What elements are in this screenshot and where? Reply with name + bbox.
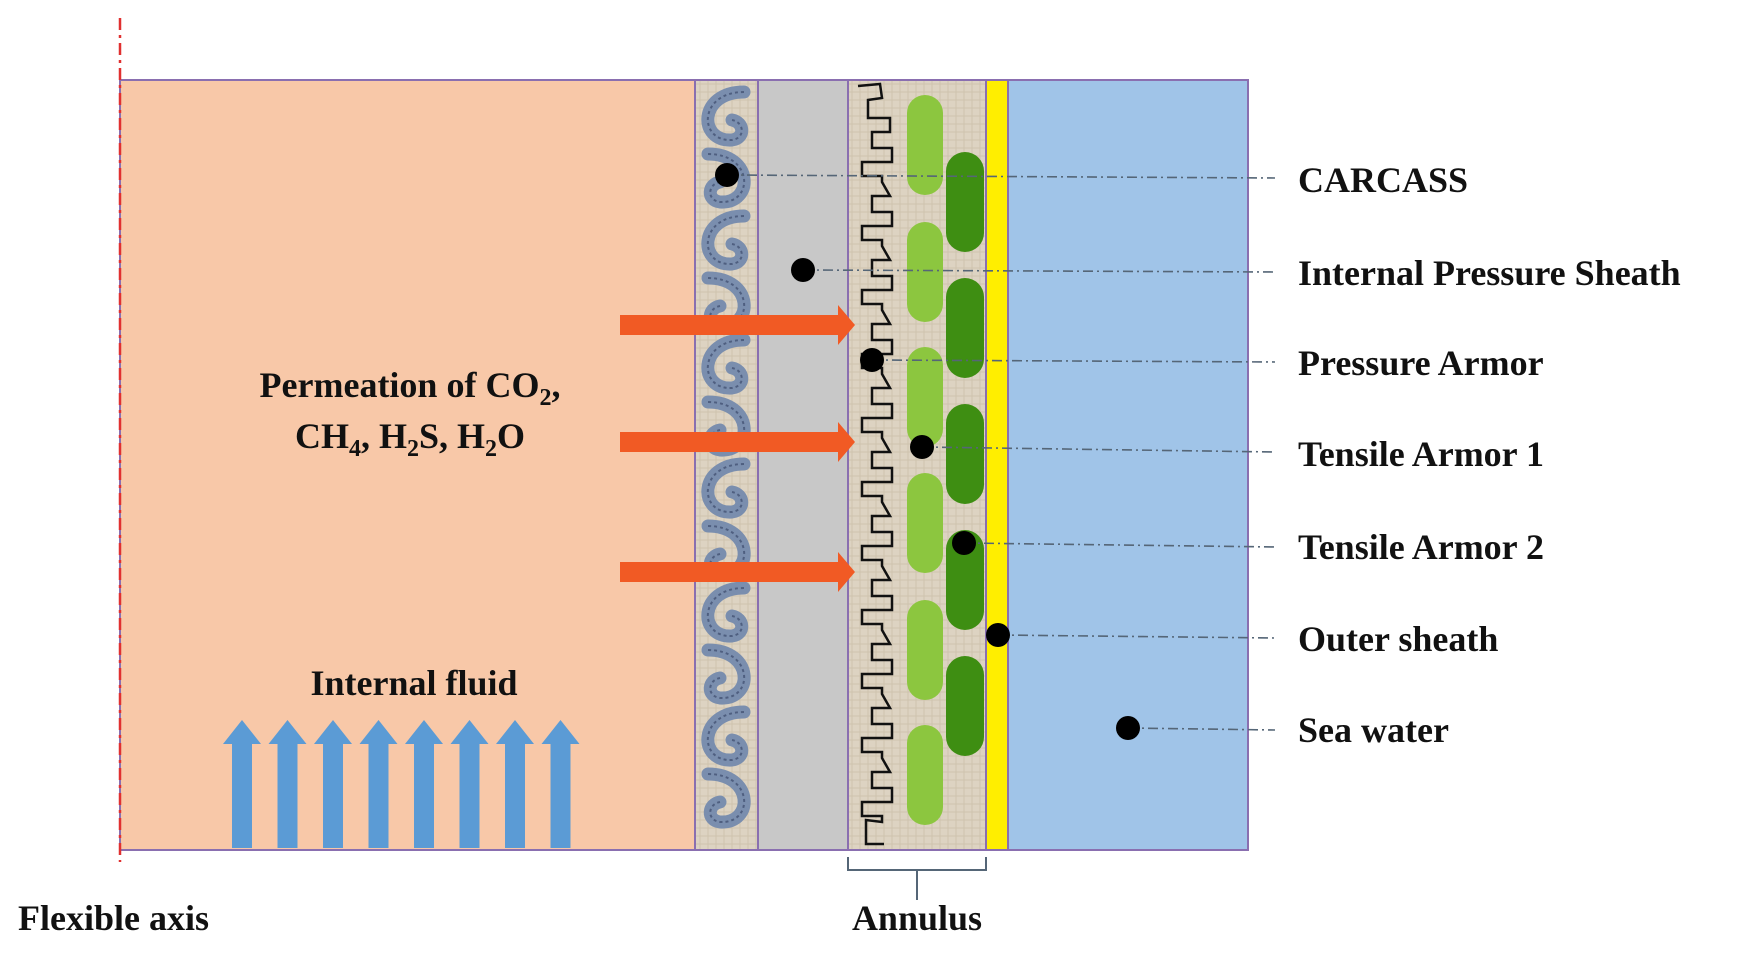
pressure-armor-marker-dot	[860, 348, 884, 372]
permeation-arrow	[620, 422, 855, 462]
tensile-armor-2-marker-dot	[952, 531, 976, 555]
label-tensile-armor-2: Tensile Armor 2	[1298, 527, 1544, 567]
label-sea-water: Sea water	[1298, 710, 1449, 750]
label-carcass: CARCASS	[1298, 160, 1468, 200]
carcass-link-texture	[707, 463, 745, 514]
flow-arrow	[496, 720, 534, 848]
label-flexible-axis: Flexible axis	[18, 898, 209, 938]
permeation-label-line-2: CH4, H2S, H2O	[295, 416, 525, 462]
tensile-armor-1-wire	[907, 600, 943, 700]
carcass-link-texture	[707, 649, 745, 700]
carcass-link-texture	[707, 91, 745, 142]
tensile-armor-1-wire	[907, 725, 943, 825]
tensile-armor-2-wire	[946, 656, 984, 756]
internal-pressure-sheath-marker-dot	[791, 258, 815, 282]
tensile-armor-1-marker-dot	[910, 435, 934, 459]
sea-water-marker-dot	[1116, 716, 1140, 740]
permeation-arrow	[620, 552, 855, 592]
pressure-armor-zeta-profile	[857, 82, 894, 846]
tensile-armor-2-wire	[946, 152, 984, 252]
carcass-link-texture	[707, 711, 745, 762]
flow-arrow	[450, 720, 489, 848]
carcass-link-texture	[707, 773, 745, 824]
tensile-armor-1-wire	[907, 347, 943, 447]
flow-arrow	[541, 720, 580, 848]
tensile-armor-1-wire	[907, 473, 943, 573]
label-tensile-armor-1: Tensile Armor 1	[1298, 434, 1544, 474]
label-internal-fluid: Internal fluid	[310, 663, 517, 703]
tensile-armor-2-wires	[946, 152, 984, 756]
flow-arrow	[405, 720, 443, 848]
internal-fluid-flow-arrows	[223, 720, 580, 848]
carcass-interlocked-links	[701, 85, 751, 829]
tensile-armor-1-wires	[907, 95, 943, 825]
carcass-link-texture	[707, 215, 745, 266]
flow-arrow	[268, 720, 307, 848]
permeation-arrow	[620, 305, 855, 345]
carcass-link-texture	[707, 339, 745, 390]
label-outer-sheath: Outer sheath	[1298, 619, 1498, 659]
tensile-armor-1-wire	[907, 222, 943, 322]
leader-lines	[726, 174, 1276, 731]
internal-pressure-sheath-layer	[757, 79, 849, 851]
tensile-armor-1-wire	[907, 95, 943, 195]
label-internal-pressure-sheath: Internal Pressure Sheath	[1298, 253, 1681, 293]
tensile-armor-2-wire	[946, 530, 984, 630]
carcass-marker-dot	[715, 163, 739, 187]
outer-sheath-layer	[985, 79, 1009, 851]
tensile-armor-2-wire	[946, 278, 984, 378]
label-pressure-armor: Pressure Armor	[1298, 343, 1544, 383]
carcass-link-texture	[707, 153, 745, 204]
flow-arrow	[223, 720, 261, 848]
label-annulus: Annulus	[852, 898, 982, 938]
layer-marker-dots	[715, 163, 1140, 740]
carcass-link-texture	[707, 587, 745, 638]
tensile-armor-2-wire	[946, 404, 984, 504]
internal-fluid-region	[120, 80, 695, 850]
flow-arrow	[359, 720, 398, 848]
flow-arrow	[314, 720, 352, 848]
permeation-arrows	[620, 305, 855, 592]
outer-sheath-marker-dot	[986, 623, 1010, 647]
annulus-bracket	[847, 857, 987, 900]
diagram-border	[119, 79, 1249, 851]
permeation-label-line-1: Permeation of CO2,	[260, 365, 561, 411]
